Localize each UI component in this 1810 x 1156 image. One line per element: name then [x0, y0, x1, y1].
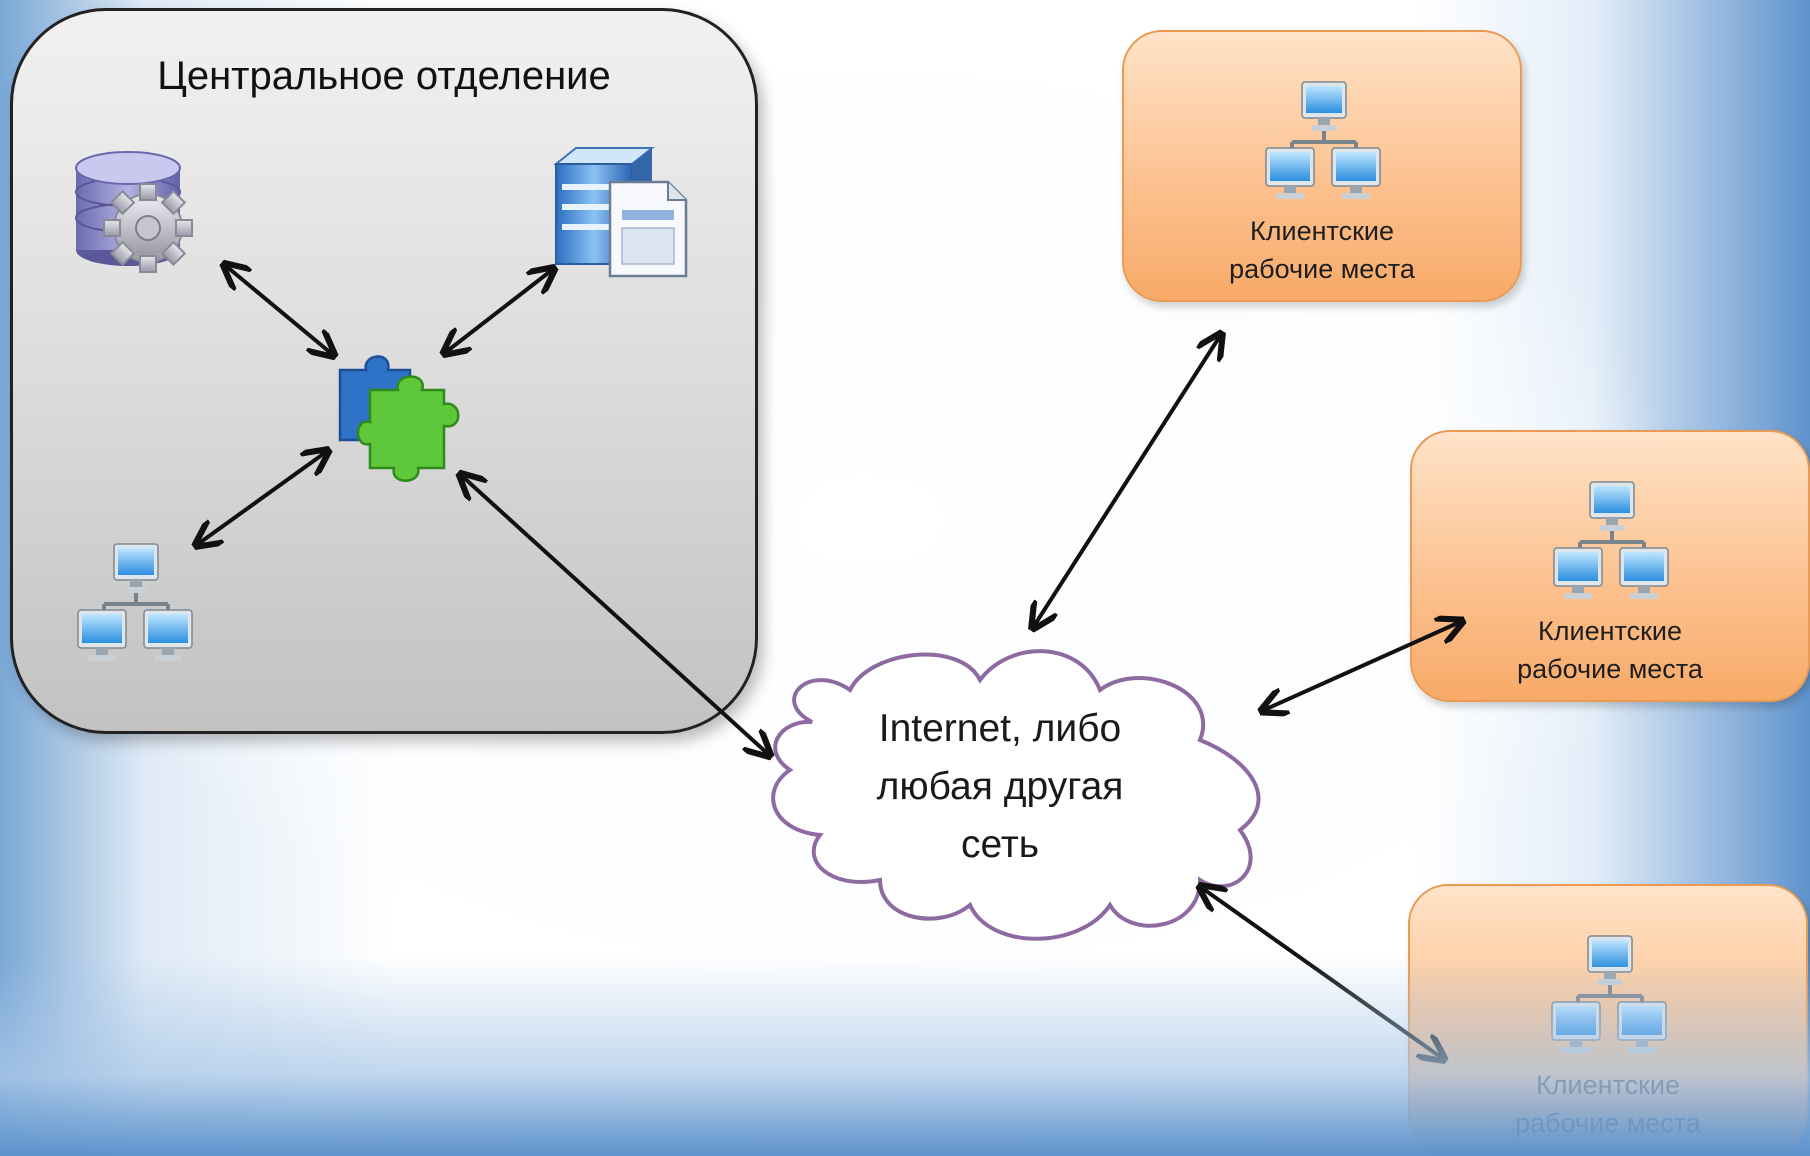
puzzle-icon — [338, 355, 460, 482]
client-label-1: Клиентские рабочие места — [1124, 212, 1520, 288]
client-label-line: Клиентские — [1538, 616, 1682, 646]
cloud-label-line: Internet, либо — [878, 707, 1122, 750]
client-label-line: рабочие места — [1515, 1108, 1701, 1138]
database-gear-icon — [75, 151, 193, 273]
arrow-db-puzzle — [226, 266, 332, 354]
server-document-icon — [553, 147, 688, 278]
central-office-title: Центральное отделение — [157, 54, 611, 98]
client-box-2: Клиентские рабочие места — [1410, 430, 1810, 702]
client-box-3: Клиентские рабочие места — [1408, 884, 1808, 1156]
arrow-puzzle-network — [198, 452, 326, 544]
arrow-client3-cloud — [1202, 888, 1442, 1058]
arrow-client1-cloud — [1034, 336, 1220, 626]
client-box-1: Клиентские рабочие места — [1122, 30, 1522, 302]
cloud-label: Internet, либо любая другая сеть — [840, 700, 1160, 874]
network-computers-icon — [76, 542, 194, 663]
client-label-2: Клиентские рабочие места — [1412, 612, 1808, 688]
client-label-line: Клиентские — [1536, 1070, 1680, 1100]
arrow-puzzle-cloud — [462, 476, 768, 754]
connection-arrows — [198, 266, 1460, 1058]
cloud-label-line: любая другая — [876, 765, 1124, 808]
client-label-line: рабочие места — [1517, 654, 1703, 684]
arrow-client2-cloud — [1264, 622, 1460, 710]
client-label-line: рабочие места — [1229, 254, 1415, 284]
client-label-3: Клиентские рабочие места — [1410, 1066, 1806, 1142]
cloud-label-line: сеть — [960, 823, 1040, 866]
client-label-line: Клиентские — [1250, 216, 1394, 246]
arrow-server-puzzle — [446, 270, 552, 352]
